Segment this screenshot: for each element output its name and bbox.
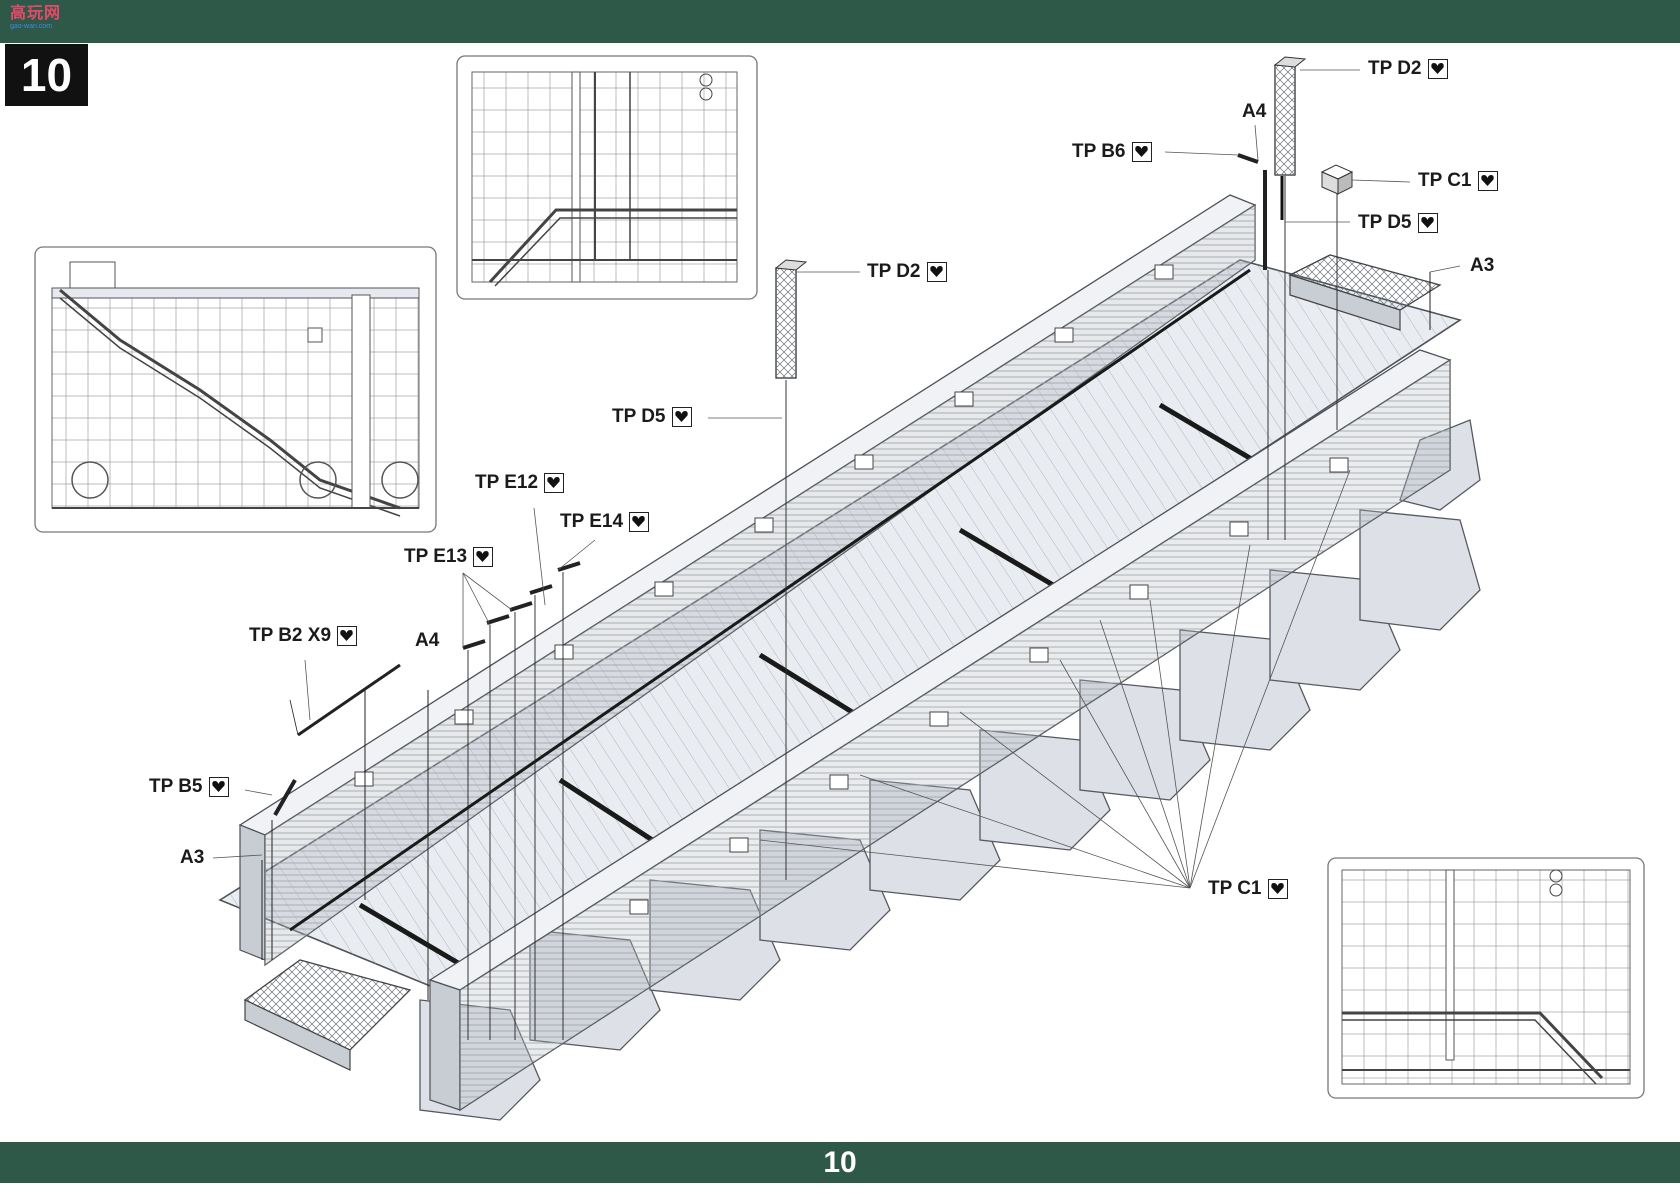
callout-label: TP B6 — [1072, 141, 1126, 162]
callout-label: TP D2 — [1368, 58, 1422, 79]
callout-tp-b2: TP B2 X9 — [249, 625, 358, 647]
heart-box-icon — [671, 407, 692, 427]
callout-label: TP B2 X9 — [249, 625, 332, 646]
callout-label: TP D5 — [612, 406, 666, 427]
inset-view-left — [34, 246, 437, 533]
leader-lines — [212, 69, 1461, 889]
callout-label: TP C1 — [1418, 170, 1472, 191]
callout-label: TP D5 — [1358, 212, 1412, 233]
bottom-band — [0, 1142, 1680, 1183]
callout-tp-d5-mid: TP D5 — [612, 406, 692, 428]
rail-parts-right — [1237, 153, 1431, 540]
callout-label: TP B5 — [149, 776, 203, 797]
callout-tp-d2-mid: TP D2 — [867, 261, 947, 283]
heart-box-icon — [1477, 171, 1498, 191]
wall-fittings — [354, 264, 1349, 915]
inset-view-bottom-right — [1327, 857, 1645, 1099]
callout-tp-e14: TP E14 — [560, 511, 650, 533]
callout-tp-e12: TP E12 — [475, 472, 565, 494]
callout-a3-left: A3 — [180, 847, 204, 869]
watermark-title: 高玩网 — [10, 5, 62, 22]
callout-a3-right: A3 — [1470, 255, 1494, 277]
rail-parts-e — [462, 561, 581, 1040]
heart-box-icon — [1417, 213, 1438, 233]
heart-box-icon — [1131, 142, 1152, 162]
heart-box-icon — [629, 512, 650, 532]
page-number: 10 — [823, 1146, 857, 1179]
heart-box-icon — [1427, 59, 1448, 79]
inset-view-top — [456, 55, 758, 300]
lattice-tower-top — [1273, 56, 1307, 540]
lattice-tower-mid — [774, 259, 808, 880]
part-cube-tp-c1 — [1320, 164, 1354, 430]
callout-tp-b6: TP B6 — [1072, 141, 1152, 163]
end-ramp-left — [243, 959, 412, 1071]
callout-a4-top: A4 — [1242, 101, 1266, 123]
wing-wall-far — [238, 194, 1257, 967]
callout-a4-left: A4 — [415, 630, 439, 652]
callout-label: A4 — [415, 630, 440, 651]
callout-label: TP E13 — [404, 546, 468, 567]
callout-tp-c1-top: TP C1 — [1418, 170, 1498, 192]
callout-label: TP C1 — [1208, 878, 1262, 899]
heart-box-icon — [208, 777, 229, 797]
callout-tp-d5-right: TP D5 — [1358, 212, 1438, 234]
heart-box-icon — [926, 262, 947, 282]
heart-box-icon — [1267, 879, 1288, 899]
heart-box-icon — [473, 547, 494, 567]
callout-label: A3 — [1470, 255, 1495, 276]
watermark-url: gao-wan.com — [10, 23, 53, 30]
step-number-badge: 10 — [5, 44, 88, 106]
top-band — [0, 0, 1680, 43]
callout-tp-c1-bottom: TP C1 — [1208, 878, 1288, 900]
callout-label: TP E12 — [475, 472, 539, 493]
wing-wall-near — [428, 349, 1452, 1112]
end-ramp-right — [1288, 254, 1442, 331]
callout-label: A4 — [1242, 101, 1267, 122]
callout-label: TP E14 — [560, 511, 624, 532]
callout-tp-d2-top: TP D2 — [1368, 58, 1448, 80]
callout-label: A3 — [180, 847, 205, 868]
callout-tp-b5: TP B5 — [149, 776, 229, 798]
callout-tp-e13: TP E13 — [404, 546, 494, 568]
callout-label: TP D2 — [867, 261, 921, 282]
heart-box-icon — [544, 473, 565, 493]
watermark-logo: 高玩网 gao-wan.com — [10, 6, 70, 36]
rail-parts-left — [261, 663, 429, 1000]
heart-box-icon — [337, 626, 358, 646]
